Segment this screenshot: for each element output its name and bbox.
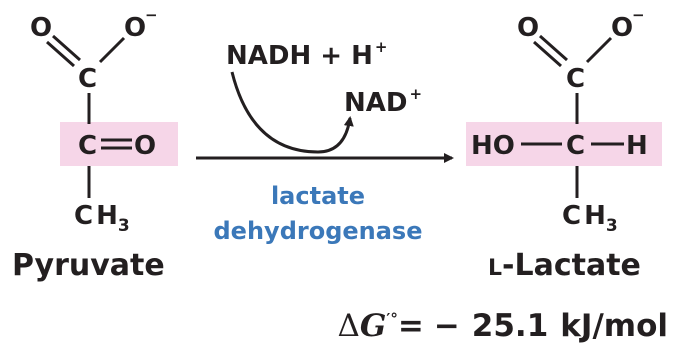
pyruvate-carboxyl-o-single: O (124, 13, 146, 43)
lactate-carboxyl-o-double: O (517, 13, 539, 43)
pyruvate-keto-highlight (60, 122, 178, 166)
lactate-center-h: H (626, 131, 648, 161)
lactate-center-highlight (466, 122, 662, 166)
pyruvate-co-double-bond-b (52, 34, 81, 62)
lactate-carboxyl-charge: − (632, 6, 645, 24)
pyruvate-carboxyl-o-double: O (30, 13, 52, 43)
lactate-name: L-Lactate (488, 248, 641, 283)
lactate-hydroxyl: HO (471, 131, 515, 161)
enzyme-name-line1: lactate (271, 182, 365, 210)
cofactor-curved-arrow (230, 71, 354, 154)
pyruvate-carboxyl-charge: − (145, 6, 158, 24)
cofactor-nadh: NADH + H+ (226, 38, 387, 71)
lactate-carboxyl-o-single: O (611, 13, 633, 43)
pyruvate-keto-o: O (134, 131, 156, 161)
enzyme-name-line2: dehydrogenase (214, 217, 423, 245)
pyruvate-carboxyl-c: C (78, 64, 97, 94)
lactate-carboxyl-c: C (566, 64, 585, 94)
lactate-co-double-bond-a (533, 40, 562, 68)
lactate-co-double-bond-b (539, 34, 568, 62)
reaction-arrows: NADH + H+ NAD+ lactate dehydrogenase (196, 38, 454, 245)
lactate-co-single-bond (585, 36, 613, 64)
lactate-center-c: C (566, 131, 585, 161)
cofactor-nad: NAD+ (344, 85, 422, 118)
pyruvate-keto-c: C (78, 131, 97, 161)
pyruvate-co-single-bond (98, 36, 126, 64)
pyruvate-co-double-bond-a (46, 40, 75, 68)
pyruvate-name: Pyruvate (12, 248, 165, 283)
